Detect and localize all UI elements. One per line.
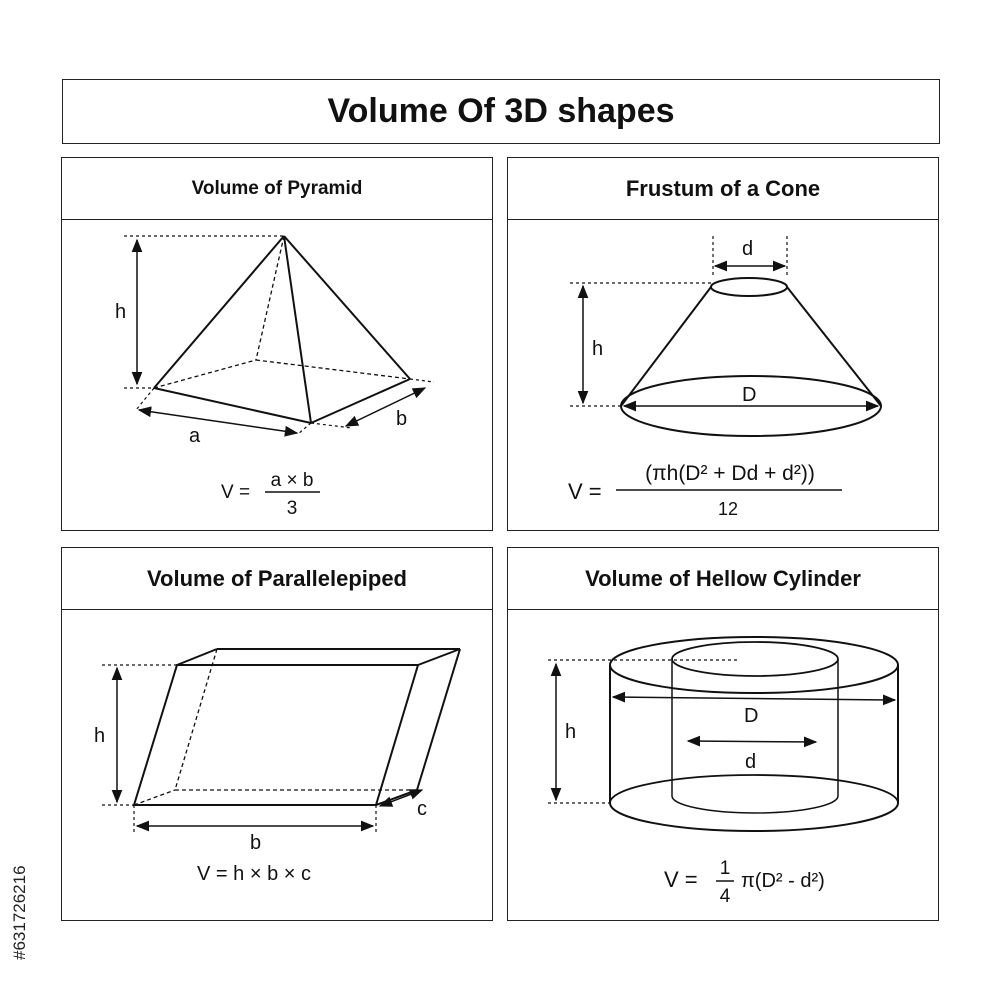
pyramid-b-arrow <box>344 387 427 427</box>
cylinder-d-arrow <box>686 735 818 748</box>
pyramid-heading: Volume of Pyramid <box>62 158 492 220</box>
cone-formula-numerator: (πh(D² + Dd + d²)) <box>645 462 815 485</box>
parallelepiped-edge <box>417 648 461 666</box>
title-box: Volume Of 3D shapes <box>62 79 940 144</box>
cylinder-inner-top <box>671 641 839 677</box>
parallelepiped-label-h: h <box>94 725 105 747</box>
parallelepiped-hidden-edge <box>133 789 176 806</box>
parallelepiped-hidden-edge <box>174 648 218 791</box>
cone-label-h: h <box>592 338 603 360</box>
cylinder-inner-bottom-front <box>671 795 839 814</box>
pyramid-formula-numerator: a × b <box>271 470 314 491</box>
cone-heading: Frustum of a Cone <box>508 158 938 220</box>
parallelepiped-edge <box>176 648 218 666</box>
pyramid-diagram: h a b V = a × b 3 <box>115 235 435 519</box>
pyramid-edge <box>153 235 285 389</box>
pyramid-a-arrow <box>137 406 299 437</box>
cone-formula-lhs: V = <box>568 479 602 504</box>
cone-side <box>786 286 882 407</box>
pyramid-guide <box>297 422 312 435</box>
pyramid-hidden-edge <box>255 235 285 361</box>
cylinder-diagram: h D d V = 1 4 π(D² - d²) <box>548 636 899 907</box>
cylinder-label-d: d <box>745 751 756 773</box>
pyramid-edge <box>153 387 312 424</box>
parallelepiped-heading: Volume of Parallelepiped <box>62 548 492 610</box>
parallelepiped-panel: Volume of Parallelepiped h b c <box>61 547 493 921</box>
pyramid-panel: Volume of Pyramid h a b <box>61 157 493 531</box>
cylinder-outer-top <box>609 636 899 694</box>
cone-side <box>620 286 712 407</box>
cone-label-D: D <box>742 384 756 406</box>
pyramid-formula-denominator: 3 <box>287 498 298 519</box>
cylinder-formula-denominator: 4 <box>720 886 731 907</box>
cone-panel: Frustum of a Cone d h D V = (πh(D² + Dd … <box>507 157 939 531</box>
cylinder-formula-lhs: V = <box>664 867 698 892</box>
parallelepiped-c-arrow <box>378 789 424 807</box>
parallelepiped-edge <box>375 789 418 806</box>
pyramid-guide <box>310 422 353 429</box>
cone-formula-denominator: 12 <box>718 499 738 519</box>
main-title: Volume Of 3D shapes <box>327 92 675 130</box>
cylinder-outer-bottom-back <box>609 774 899 804</box>
parallelepiped-edge <box>416 648 461 791</box>
cylinder-outer-bottom-front <box>609 802 899 832</box>
pyramid-edge <box>283 235 312 424</box>
cylinder-heading: Volume of Hellow Cylinder <box>508 548 938 610</box>
pyramid-label-a: a <box>189 425 201 447</box>
pyramid-hidden-edge <box>153 359 257 389</box>
cone-diagram: d h D V = (πh(D² + Dd + d²)) 12 <box>568 236 882 519</box>
cylinder-panel: Volume of Hellow Cylinder h D d V = <box>507 547 939 921</box>
pyramid-guide <box>135 387 155 411</box>
cylinder-formula-rest: π(D² - d²) <box>741 870 825 892</box>
parallelepiped-formula: V = h × b × c <box>197 863 311 885</box>
cylinder-D-arrow <box>611 691 897 706</box>
pyramid-guide <box>409 378 435 383</box>
parallelepiped-label-b: b <box>250 832 261 854</box>
stock-id-label: #631726216 <box>10 865 29 960</box>
parallelepiped-label-c: c <box>417 798 427 820</box>
pyramid-label-h: h <box>115 301 126 323</box>
cone-label-d: d <box>742 238 753 260</box>
pyramid-hidden-edge <box>255 359 411 380</box>
pyramid-edge <box>283 235 411 380</box>
cylinder-label-D: D <box>744 705 758 727</box>
cylinder-formula-numerator: 1 <box>720 858 731 879</box>
pyramid-formula-lhs: V = <box>221 482 250 503</box>
parallelepiped-diagram: h b c V = h × b × c <box>94 648 461 885</box>
pyramid-label-b: b <box>396 408 407 430</box>
cone-top-ellipse <box>710 277 788 297</box>
cylinder-label-h: h <box>565 721 576 743</box>
